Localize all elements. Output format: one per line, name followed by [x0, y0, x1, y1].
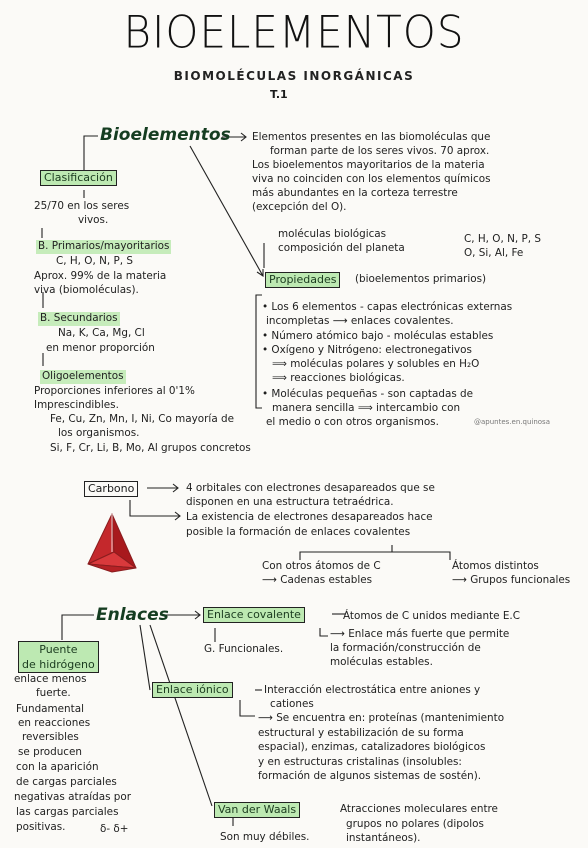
unit-label: T.1 [270, 88, 288, 101]
oligoelementos-label: Oligoelementos [40, 370, 126, 384]
secundarios-label: B. Secundarios [38, 312, 120, 326]
watermark: @apuntes.en.quinosa [474, 418, 550, 426]
list-item: ⟹ reacciones biológicas. [272, 372, 405, 384]
bioelementos-heading: Bioelementos [100, 125, 231, 145]
comparison-value: C, H, O, N, P, S [464, 233, 541, 245]
list-item: • Número atómico bajo - moléculas establ… [262, 330, 494, 342]
carbono-label: Carbono [84, 481, 139, 497]
list-item: manera sencilla ⟹ intercambio con [272, 402, 461, 414]
propiedades-label: Propiedades [265, 272, 341, 288]
enlaces-heading: Enlaces [96, 605, 169, 625]
primarios-elements: C, H, O, N, P, S [56, 255, 133, 267]
clasificacion-label: Clasificación [40, 170, 117, 186]
list-item: el medio o con otros organismos. [266, 416, 439, 428]
primarios-label: B. Primarios/mayoritarios [36, 240, 172, 254]
propiedades-note: (bioelementos primarios) [355, 273, 487, 285]
list-item: • Moléculas pequeñas - son captadas de [262, 388, 474, 400]
secundarios-elements: Na, K, Ca, Mg, Cl [58, 327, 145, 339]
list-item: incompletas ⟶ enlaces covalentes. [266, 315, 454, 327]
comparison-label: composición del planeta [278, 242, 405, 254]
van-der-waals-note: Son muy débiles. [220, 831, 310, 843]
enlace-covalente-label: Enlace covalente [203, 607, 305, 623]
van-der-waals-label: Van der Waals [214, 802, 301, 818]
list-item: ⟹ moléculas polares y solubles en H₂O [272, 358, 480, 370]
enlace-ionico-label: Enlace iónico [152, 682, 233, 698]
grupos-funcionales: G. Funcionales. [204, 643, 284, 655]
page-subtitle: BIOMOLÉCULAS INORGÁNICAS [173, 69, 415, 83]
partial-charges: δ- δ+ [100, 823, 129, 835]
comparison-label: moléculas biológicas [278, 228, 387, 240]
comparison-value: O, Si, Al, Fe [464, 247, 524, 259]
puente-hidrogeno-label: Puente de hidrógeno [18, 641, 99, 673]
list-item: • Oxígeno y Nitrógeno: electronegativos [262, 344, 472, 356]
page-title: BIOELEMENTOS [123, 6, 465, 59]
list-item: • Los 6 elementos - capas electrónicas e… [262, 301, 513, 313]
tetrahedral-carbon-icon [87, 513, 137, 573]
